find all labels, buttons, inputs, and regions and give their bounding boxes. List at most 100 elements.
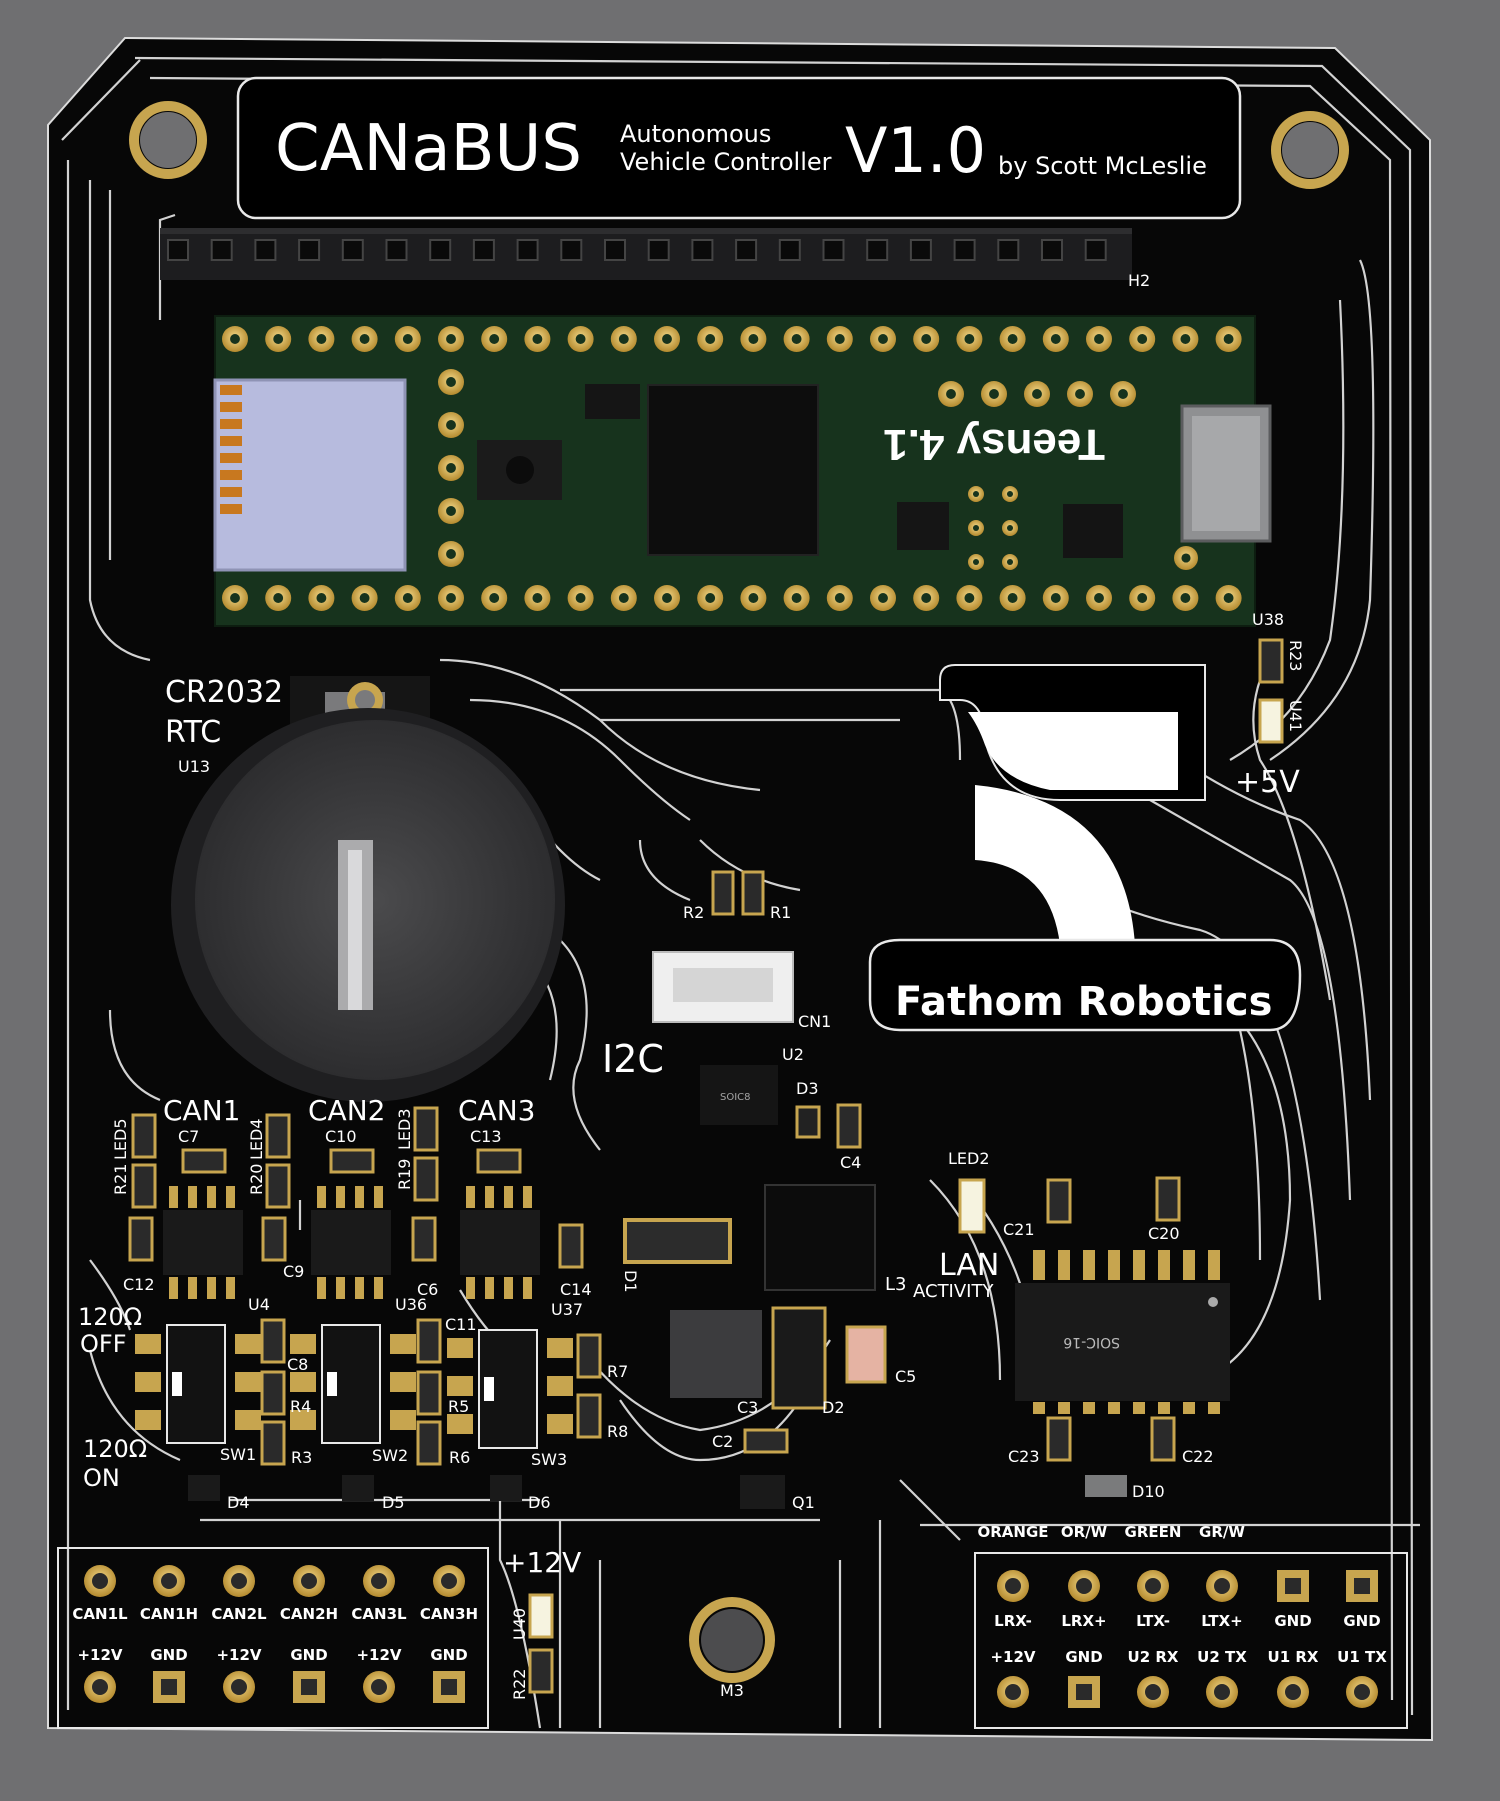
c3-label: C3 [737,1398,758,1417]
teensy-pad [222,585,248,611]
smd-resistor [260,1370,286,1416]
soic16-pin [1158,1250,1170,1280]
teensy-pad [1024,381,1050,407]
right-header-label-bottom: U2 TX [1197,1648,1247,1666]
teensy-label: Teensy 4.1 [883,420,1105,469]
l3-inductor [764,1184,876,1291]
smd-resistor [416,1370,442,1416]
teensy-pad [394,585,421,611]
battery-line2: RTC [165,715,221,750]
can1-label: CAN1 [163,1094,240,1127]
h2-pin [516,239,539,261]
soic16-pin [1108,1402,1120,1414]
c14-label: C14 [560,1280,592,1299]
soic8-pin [485,1277,494,1299]
right-header-label-top: LRX- [994,1612,1032,1630]
left-header-label-top: CAN3H [420,1605,478,1623]
left-header-label-top: CAN2L [211,1605,267,1623]
teensy-pad [826,585,853,611]
left-header-label-bottom: +12V [77,1646,122,1664]
soic16-pin [1083,1402,1095,1414]
soic8-pin [355,1277,364,1299]
off-ohm-label: 120Ω [78,1303,142,1331]
switch-pad [547,1376,573,1396]
battery-holder: CR2032 RTC U13 [165,675,565,1102]
soic8-pin [504,1186,513,1208]
soic8-pin [207,1277,216,1299]
left-header-pin-top [433,1565,465,1597]
d4-diode [188,1475,220,1501]
teensy-pad [351,585,378,611]
h2-pin [778,239,801,261]
teensy-pad [222,326,248,352]
r1-resistor [741,870,765,916]
teensy-pad [1215,326,1242,352]
teensy-pad [913,326,940,352]
right-header-label-bottom: GND [1065,1648,1102,1666]
c23-label: C23 [1008,1447,1040,1466]
right-header-pin-top [997,1570,1029,1602]
svg-text:SOIC8: SOIC8 [720,1092,751,1103]
soic16-pin [1208,1402,1220,1414]
switch-pad [290,1372,316,1392]
soic16-pin [1033,1402,1045,1414]
led2 [958,1178,986,1234]
switch-pad [390,1334,416,1354]
teensy-pad [1172,585,1199,611]
left-header-pin-top [84,1565,116,1597]
q1-label: Q1 [792,1493,815,1512]
left-header-label-bottom: +12V [216,1646,261,1664]
teensy-pad [1174,546,1198,570]
h2-pin [604,239,626,261]
battery-line1: CR2032 [165,675,283,710]
right-header-label-top: LTX- [1136,1612,1170,1630]
teensy-pad [938,381,964,407]
right-header-pin-top [1137,1570,1169,1602]
teensy-pad [826,326,853,352]
led4-label: LED4 [247,1118,266,1160]
switch-pad [447,1376,473,1396]
right-header-pin-bottom [1346,1676,1378,1708]
r22-label: R22 [510,1669,529,1700]
left-header-pin-bottom [84,1671,116,1703]
u41-led [1258,698,1284,744]
h2-pin [341,239,364,261]
d1-label: D1 [621,1270,640,1293]
teensy-pad [697,585,724,611]
teensy-pad [1129,326,1156,352]
soic8-pin [188,1277,197,1299]
teensy-pad [968,520,984,536]
soic8-pin [355,1186,364,1208]
right-header-label-top: LRX+ [1061,1612,1106,1630]
switch-pad [290,1334,316,1354]
soic16-pin [1133,1402,1145,1414]
sw1-label: SW1 [220,1445,256,1464]
board-subtitle-2: Vehicle Controller [620,148,832,176]
c7-label: C7 [178,1127,199,1146]
teensy-pad [438,455,464,481]
teensy-pad [981,381,1007,407]
r21-label: R21 [111,1164,130,1195]
r2-resistor [711,870,735,916]
h2-pin [866,239,889,261]
lan-label: LAN [939,1248,999,1283]
smd-resistor [260,1318,286,1364]
sw3-label: SW3 [531,1450,567,1469]
soic8-pin [336,1186,345,1208]
soic16-chip [1015,1283,1230,1401]
r20-label: R20 [247,1164,266,1195]
soic8-pin [466,1186,475,1208]
soic8-pin [523,1186,532,1208]
c13-label: C13 [470,1127,502,1146]
c3-capacitor [670,1310,762,1398]
i2c-label: I2C [602,1037,664,1081]
r8-label: R8 [607,1422,628,1441]
teensy-pad [1042,585,1069,611]
h2-pin [254,239,277,261]
left-header-pin-top [223,1565,255,1597]
right-header-pin-bottom [1277,1676,1309,1708]
left-header-pin-top [293,1565,325,1597]
teensy-pad [783,326,810,352]
teensy-pad [654,326,680,352]
teensy-pad [438,412,464,438]
